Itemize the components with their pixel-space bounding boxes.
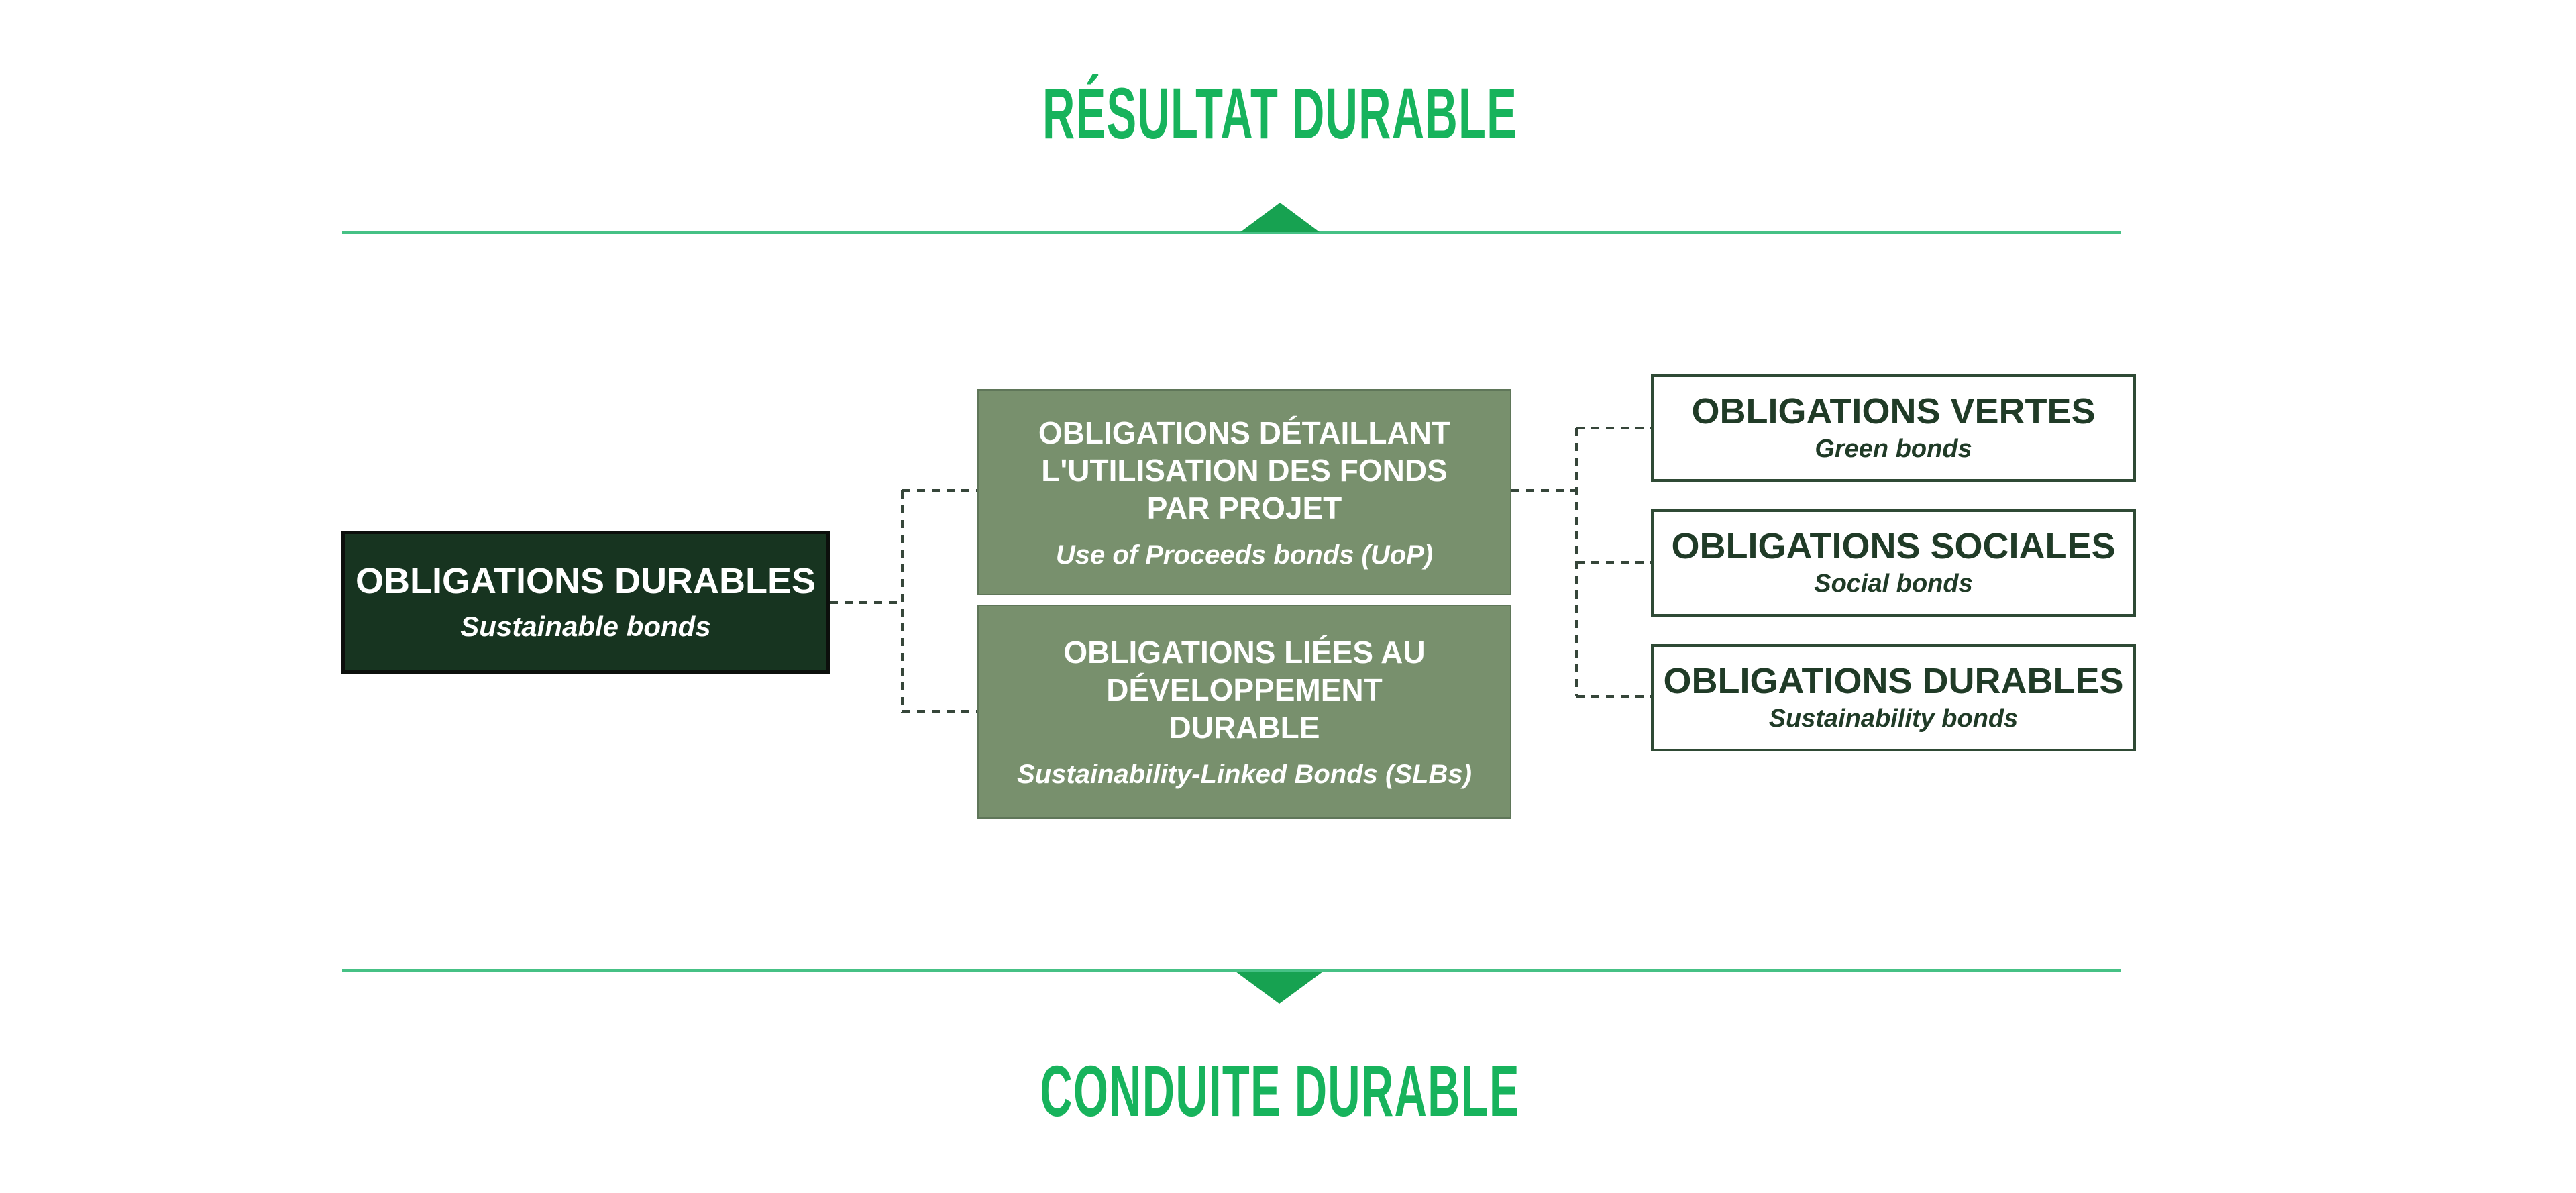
leaf-green-subtitle: Green bonds bbox=[1815, 434, 1972, 463]
leaf-social-subtitle: Social bonds bbox=[1814, 569, 1973, 598]
branch-slb-subtitle: Sustainability-Linked Bonds (SLBs) bbox=[1017, 760, 1472, 789]
connector-root-vertical bbox=[901, 490, 904, 713]
leaf-sustainability-subtitle: Sustainability bonds bbox=[1768, 704, 2019, 733]
top-divider-line bbox=[342, 231, 2121, 234]
top-banner-title: RÉSULTAT DURABLE bbox=[1042, 72, 1517, 154]
top-banner: RÉSULTAT DURABLE bbox=[897, 77, 1663, 150]
leaf-social-title: OBLIGATIONS SOCIALES bbox=[1671, 526, 2116, 567]
connector-root-horizontal bbox=[830, 601, 902, 604]
bottom-banner: CONDUITE DURABLE bbox=[893, 1055, 1667, 1127]
branch-slb-title: OBLIGATIONS LIÉES AU DÉVELOPPEMENT DURAB… bbox=[1063, 635, 1426, 745]
triangle-down-icon bbox=[1236, 972, 1323, 1004]
branch-uop-subtitle: Use of Proceeds bonds (UoP) bbox=[1055, 540, 1434, 570]
leaf-box-social-bonds: OBLIGATIONS SOCIALES Social bonds bbox=[1651, 509, 2136, 617]
branch-box-sustainability-linked: OBLIGATIONS LIÉES AU DÉVELOPPEMENT DURAB… bbox=[977, 605, 1511, 819]
leaf-box-sustainability-bonds: OBLIGATIONS DURABLES Sustainability bond… bbox=[1651, 644, 2136, 751]
connector-to-sustainability-bonds bbox=[1576, 695, 1651, 698]
leaf-green-title: OBLIGATIONS VERTES bbox=[1691, 391, 2096, 432]
connector-uop-horizontal bbox=[1511, 489, 1578, 492]
connector-to-slb-branch bbox=[902, 710, 977, 713]
root-box-subtitle: Sustainable bonds bbox=[460, 611, 711, 643]
branch-uop-title: OBLIGATIONS DÉTAILLANT L'UTILISATION DES… bbox=[1038, 415, 1451, 525]
branch-box-use-of-proceeds: OBLIGATIONS DÉTAILLANT L'UTILISATION DES… bbox=[977, 389, 1511, 595]
connector-to-green-bonds bbox=[1576, 427, 1651, 429]
root-box-title: OBLIGATIONS DURABLES bbox=[356, 560, 816, 601]
leaf-box-green-bonds: OBLIGATIONS VERTES Green bonds bbox=[1651, 374, 2136, 482]
bottom-banner-title: CONDUITE DURABLE bbox=[1040, 1050, 1520, 1131]
root-box-obligations-durables: OBLIGATIONS DURABLES Sustainable bonds bbox=[341, 531, 830, 674]
leaf-sustainability-title: OBLIGATIONS DURABLES bbox=[1663, 661, 2124, 702]
bottom-divider-line bbox=[342, 969, 2121, 972]
connector-to-uop-branch bbox=[902, 489, 977, 492]
triangle-up-icon bbox=[1240, 203, 1320, 232]
connector-to-social-bonds bbox=[1576, 561, 1651, 564]
